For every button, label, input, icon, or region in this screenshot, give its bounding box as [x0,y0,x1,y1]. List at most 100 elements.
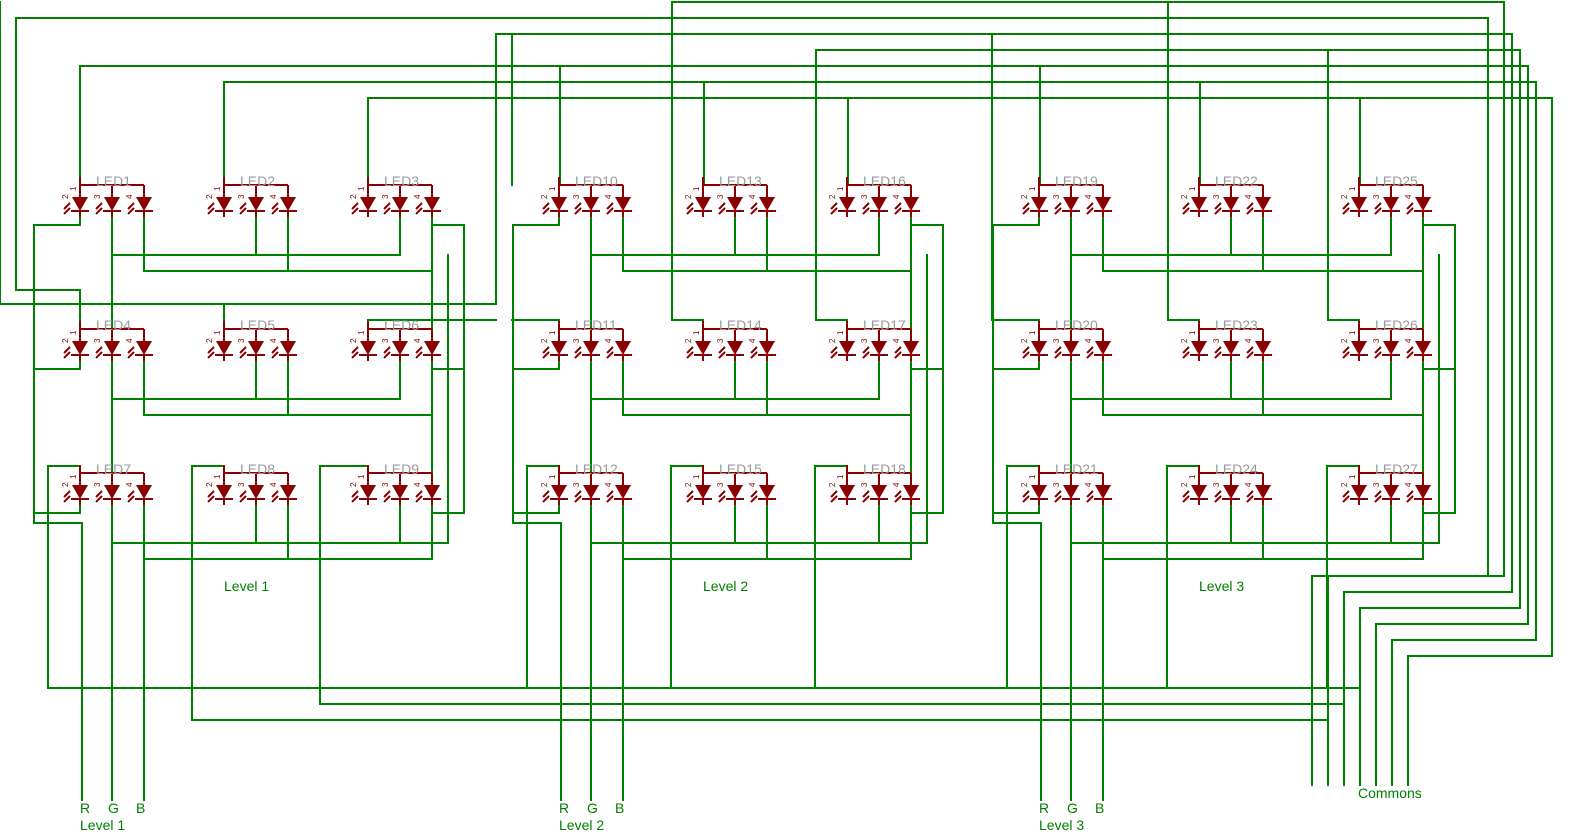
led-label: LED21 [1055,461,1098,477]
pin-number: 4 [1084,482,1093,487]
common-loop [15,17,81,331]
common-top-bus [671,1,1505,786]
pin-number: 2 [828,482,837,487]
pin-number: 3 [860,482,869,487]
pin-number: 4 [1084,194,1093,199]
common-drop [1167,1,1200,331]
net-labels: Level 1 Level 2 Level 3 R G B Level 1 R … [80,578,1422,833]
led-label: LED5 [240,317,275,333]
pin-number: 4 [125,482,134,487]
pin-number: 2 [684,482,693,487]
level-3-b-label: B [1095,800,1104,816]
commons-label: Commons [1358,785,1422,801]
led-label: LED12 [575,461,618,477]
level-3-bottom-label: Level 3 [1039,817,1084,833]
level-3-g-label: G [1067,800,1078,816]
pin-number: 1 [836,186,845,191]
led-label: LED20 [1055,317,1098,333]
common-drop [511,319,560,331]
pin-number: 1 [69,330,78,335]
level-1-r-label: R [80,800,90,816]
led-label: LED4 [96,317,131,333]
pin-number: 4 [604,482,613,487]
pin-number: 3 [1372,482,1381,487]
pin-number: 1 [1348,330,1357,335]
pin-number: 4 [892,482,901,487]
pin-number: 3 [1052,338,1061,343]
pin-number: 4 [1084,338,1093,343]
pin-number: 4 [269,194,278,199]
pin-number: 1 [357,474,366,479]
led-label: LED17 [863,317,906,333]
pin-number: 1 [1348,474,1357,479]
pin-number: 3 [381,482,390,487]
pin-number: 1 [69,186,78,191]
green-level-right-bus [590,254,928,544]
pin-number: 2 [61,482,70,487]
pin-number: 2 [540,194,549,199]
led-label: LED13 [719,173,762,189]
level-2-bottom-label: Level 2 [559,817,604,833]
led-label: LED18 [863,461,906,477]
pin-number: 3 [716,194,725,199]
led-label: LED19 [1055,173,1098,189]
pin-number: 4 [1244,338,1253,343]
red-level-right-bus [1422,224,1456,514]
pin-number: 3 [381,338,390,343]
pin-number: 3 [93,338,102,343]
pin-number: 2 [349,338,358,343]
pin-number: 2 [828,194,837,199]
common-loop [0,1,497,305]
common-top-bus [223,81,1537,786]
pin-number: 3 [1372,338,1381,343]
pin-number: 1 [692,186,701,191]
level-2-b-label: B [615,800,624,816]
pin-number: 4 [748,482,757,487]
pin-number: 1 [1028,330,1037,335]
pin-number: 4 [748,194,757,199]
pin-number: 3 [716,338,725,343]
common-bus [47,465,1361,786]
pin-number: 1 [357,330,366,335]
common-bus [319,465,1345,786]
pin-number: 4 [604,338,613,343]
pin-number: 2 [205,194,214,199]
red-row-bus [992,361,1040,370]
led-label: LED8 [240,461,275,477]
pin-number: 2 [349,194,358,199]
level-2-r-label: R [559,800,569,816]
led-label: LED22 [1215,173,1258,189]
pin-number: 2 [205,482,214,487]
level-1-label: Level 1 [224,578,269,594]
pin-number: 4 [269,338,278,343]
pin-number: 4 [1244,482,1253,487]
common-top-bus [495,33,1513,786]
red-row-bus [33,217,81,226]
red-row-bus [33,505,81,514]
level-3-label: Level 3 [1199,578,1244,594]
level-2-g-label: G [587,800,598,816]
pin-number: 2 [684,338,693,343]
led-label: LED14 [719,317,762,333]
pin-number: 1 [548,330,557,335]
common-drop [991,33,1040,331]
red-row-bus [512,361,560,370]
pin-number: 4 [413,482,422,487]
pin-number: 4 [892,194,901,199]
